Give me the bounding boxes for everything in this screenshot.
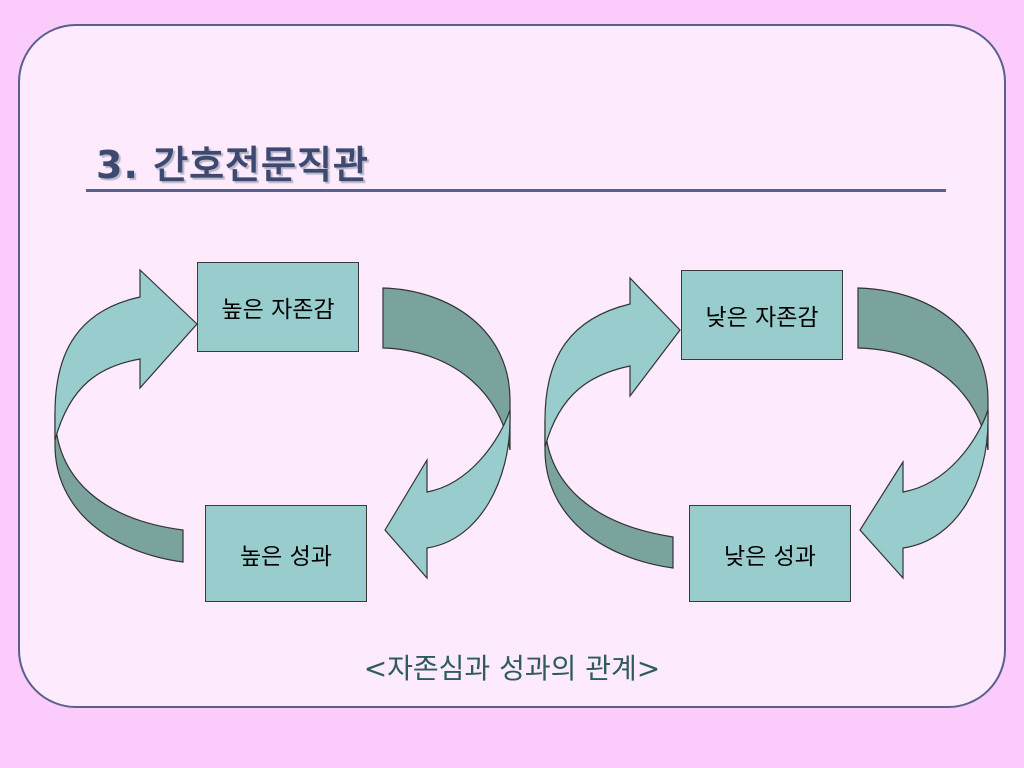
cycle-right-arrow-back xyxy=(857,287,989,451)
cycle-left xyxy=(54,268,511,580)
low-performance-box: 낮은 성과 xyxy=(689,505,851,602)
cycle-right-arrow-back xyxy=(382,287,511,451)
cycle-right xyxy=(544,276,989,580)
cycle-right-arrow-down xyxy=(384,409,511,580)
cycle-left-arrow-up xyxy=(54,268,198,441)
title-underline xyxy=(86,189,946,192)
cycle-right-arrow-down xyxy=(859,409,989,580)
high-self-esteem-box: 높은 자존감 xyxy=(197,262,359,352)
low-self-esteem-box: 낮은 자존감 xyxy=(681,270,843,360)
cycle-left-arrow-back xyxy=(544,419,674,569)
cycle-left-arrow-up xyxy=(544,276,681,448)
slide-title: 3. 간호전문직관 xyxy=(96,143,369,187)
high-performance-box: 높은 성과 xyxy=(205,505,367,602)
cycle-left-arrow-back xyxy=(54,412,184,563)
diagram-caption: <자존심과 성과의 관계> xyxy=(363,652,661,685)
